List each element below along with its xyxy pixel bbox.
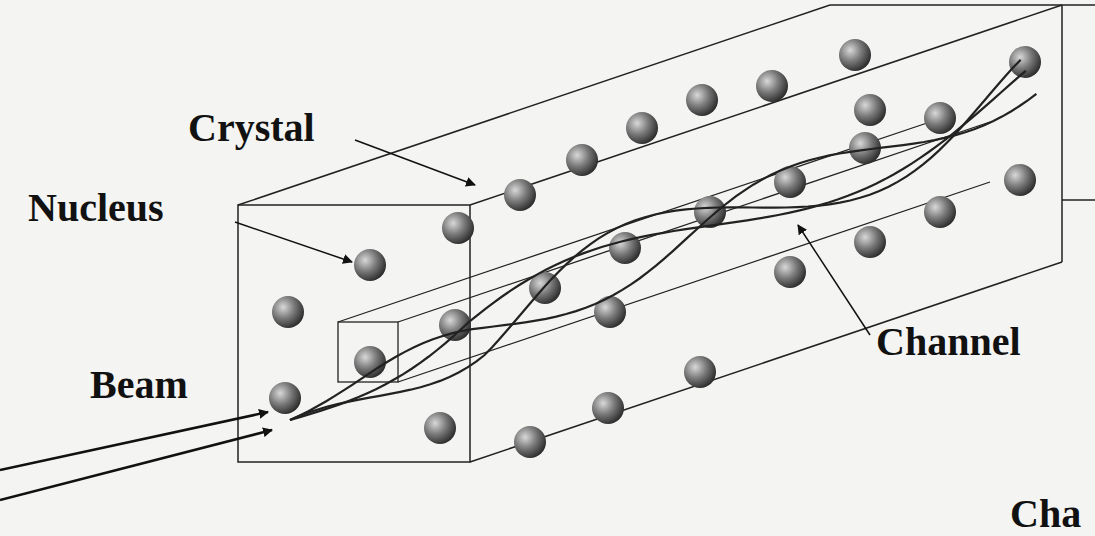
nucleus-sphere	[594, 296, 626, 328]
nucleus-sphere	[269, 382, 301, 414]
nucleus-sphere	[424, 412, 456, 444]
nucleus-sphere	[684, 356, 716, 388]
nucleus-sphere	[592, 392, 624, 424]
nucleus-sphere	[609, 232, 641, 264]
nucleus-sphere	[924, 196, 956, 228]
nucleus-sphere	[756, 70, 788, 102]
nuclei	[269, 39, 1041, 458]
beam-label: Beam	[90, 365, 188, 405]
crystal-box	[238, 5, 1095, 462]
nucleus-sphere	[1009, 46, 1041, 78]
channel-label: Channel	[876, 322, 1021, 362]
nucleus-sphere	[504, 179, 536, 211]
nucleus-sphere	[626, 112, 658, 144]
nucleus-sphere	[566, 144, 598, 176]
crystal-label: Crystal	[188, 108, 315, 148]
leader-lines	[235, 140, 870, 335]
nucleus-sphere	[854, 226, 886, 258]
trajectory	[290, 60, 1021, 420]
nucleus-sphere	[686, 84, 718, 116]
nucleus-label: Nucleus	[28, 188, 164, 228]
nucleus-sphere	[272, 296, 304, 328]
trajectory	[290, 94, 1036, 420]
nucleus-sphere	[774, 256, 806, 288]
cut-label: Cha	[1010, 494, 1081, 534]
nucleus-sphere	[854, 94, 886, 126]
nucleus-sphere	[924, 102, 956, 134]
trajectory	[290, 71, 1026, 420]
nucleus-sphere	[514, 426, 546, 458]
nucleus-sphere	[354, 249, 386, 281]
nucleus-sphere	[1004, 164, 1036, 196]
beam-lines	[0, 412, 272, 500]
nucleus-sphere	[839, 39, 871, 71]
nucleus-sphere	[442, 212, 474, 244]
particle-trajectories	[290, 60, 1036, 420]
